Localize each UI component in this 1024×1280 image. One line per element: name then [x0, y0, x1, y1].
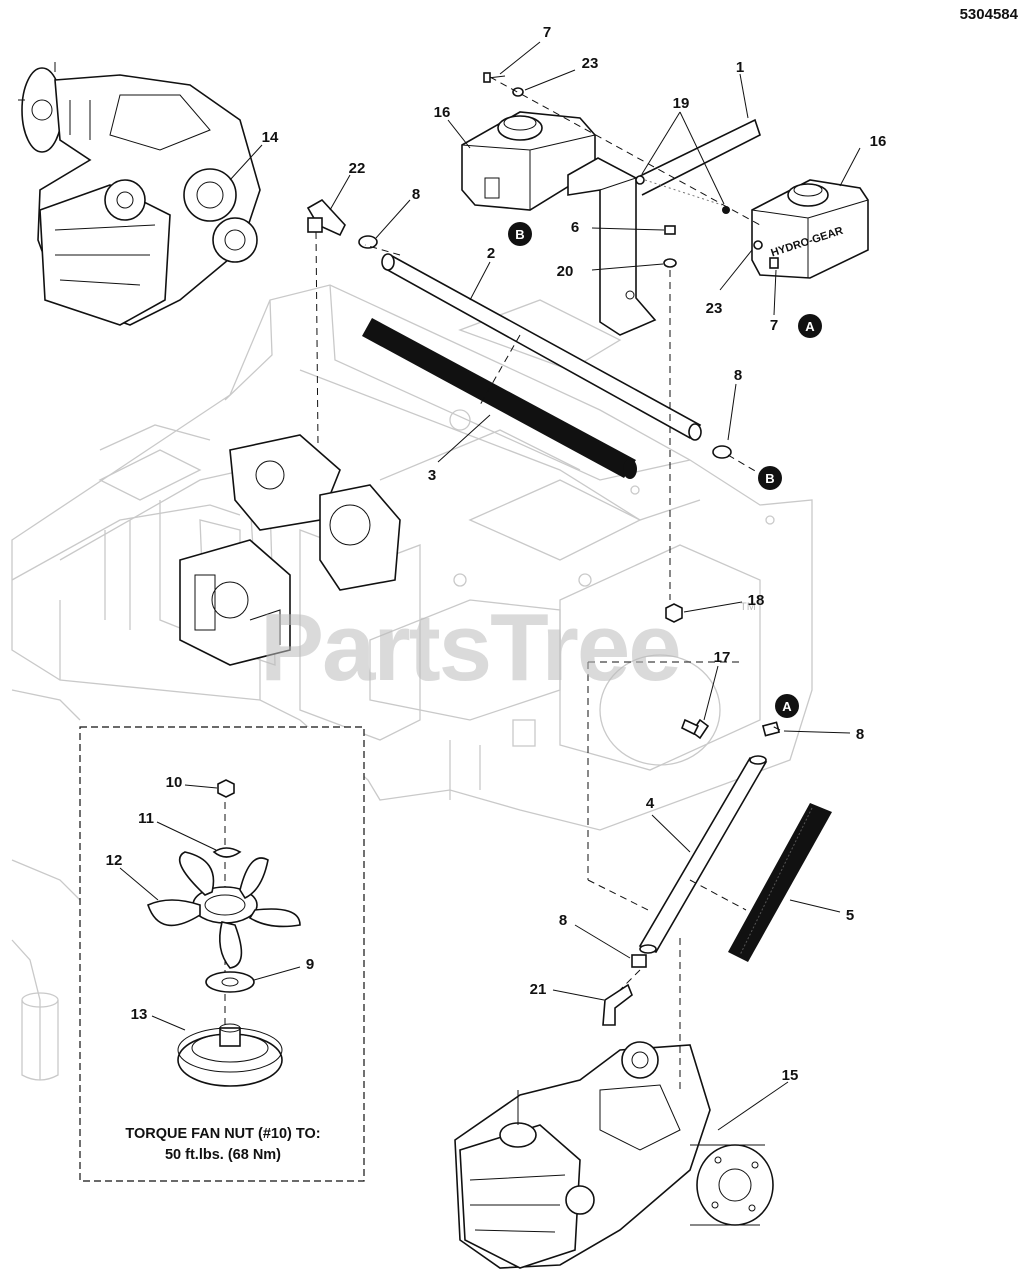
leader-lines	[119, 41, 861, 1131]
reference-marker-b-upper: B	[508, 222, 532, 246]
watermark-trademark: TM	[740, 601, 756, 613]
callout-7: 7	[543, 24, 551, 41]
screw-6	[664, 225, 676, 235]
reference-marker-b-lower: B	[758, 466, 782, 490]
fan-assembly-inset	[79, 726, 365, 1182]
callout-8: 8	[856, 726, 864, 743]
callout-23: 23	[582, 55, 599, 72]
callout-4: 4	[646, 795, 655, 812]
callout-17: 17	[714, 649, 731, 666]
fitting-8c	[761, 721, 781, 737]
torque-note-line2: 50 ft.lbs. (68 Nm)	[164, 1147, 282, 1163]
callout-16: 16	[434, 104, 451, 121]
reference-marker-a-lower-label: A	[782, 699, 792, 714]
fitting-8d	[631, 954, 647, 968]
callout-8: 8	[412, 186, 420, 203]
internal-pump-assembly	[179, 434, 401, 666]
nut-19b	[722, 206, 730, 214]
callout-5: 5	[846, 907, 854, 924]
tube-4	[638, 755, 768, 954]
callout-6: 6	[571, 219, 579, 236]
callout-13: 13	[131, 1006, 148, 1023]
transaxle-lower	[454, 1041, 774, 1269]
fan-nut-10	[217, 779, 235, 798]
reference-marker-a-upper: A	[798, 314, 822, 338]
callout-1: 1	[736, 59, 744, 76]
callout-labels: 7 23 1 16 19 16 14 22 8 6 2 20 23 7 8 3 …	[106, 24, 887, 1084]
hose-clamp-8b	[712, 445, 732, 459]
callout-12: 12	[106, 852, 123, 869]
callout-14: 14	[262, 129, 279, 146]
callout-18: 18	[748, 592, 765, 609]
document-number: 5304584	[959, 6, 1018, 23]
callout-20: 20	[557, 263, 574, 280]
transaxle-upper-left	[18, 62, 261, 326]
inset-border	[79, 726, 365, 1182]
callout-7: 7	[770, 317, 778, 334]
callout-8: 8	[734, 367, 742, 384]
reference-marker-a-lower: A	[775, 694, 799, 718]
callout-22: 22	[349, 160, 366, 177]
hose-5	[728, 803, 832, 962]
watermark-text: PartsTree	[260, 594, 680, 701]
callout-3: 3	[428, 467, 436, 484]
callout-23: 23	[706, 300, 723, 317]
callout-8: 8	[559, 912, 567, 929]
bolt-7b	[769, 257, 779, 269]
elbow-fitting-22	[306, 198, 346, 237]
washer-23a	[512, 87, 524, 97]
reservoir-right: HYDRO-GEAR	[751, 179, 869, 279]
callout-21: 21	[530, 981, 547, 998]
callout-16: 16	[870, 133, 887, 150]
callout-15: 15	[782, 1067, 799, 1084]
reservoir-left	[461, 111, 596, 211]
torque-note-line1: TORQUE FAN NUT (#10) TO:	[125, 1126, 321, 1142]
connection-lines	[315, 76, 781, 1090]
bolt-17	[680, 718, 710, 740]
callout-19: 19	[673, 95, 690, 112]
hose-3	[362, 318, 637, 479]
tube-2	[381, 253, 702, 441]
pulley-13	[177, 1023, 283, 1087]
callout-11: 11	[138, 810, 154, 827]
hose-clamp-8a	[358, 235, 378, 249]
reference-marker-b-lower-label: B	[765, 471, 774, 486]
callout-9: 9	[306, 956, 314, 973]
callout-2: 2	[487, 245, 495, 262]
fan-blade-12	[147, 851, 301, 969]
reference-marker-b-upper-label: B	[515, 227, 524, 242]
reservoir-bracket	[567, 118, 761, 336]
spacer-9	[205, 971, 255, 993]
nut-18	[665, 603, 683, 623]
lock-washer-11	[212, 847, 242, 858]
callout-10: 10	[166, 774, 183, 791]
elbow-fitting-21	[602, 983, 633, 1026]
nut-19a	[635, 175, 645, 185]
bolt-7a	[483, 72, 506, 83]
reference-marker-a-upper-label: A	[805, 319, 815, 334]
washer-23b	[753, 240, 763, 250]
washer-20	[663, 258, 677, 268]
